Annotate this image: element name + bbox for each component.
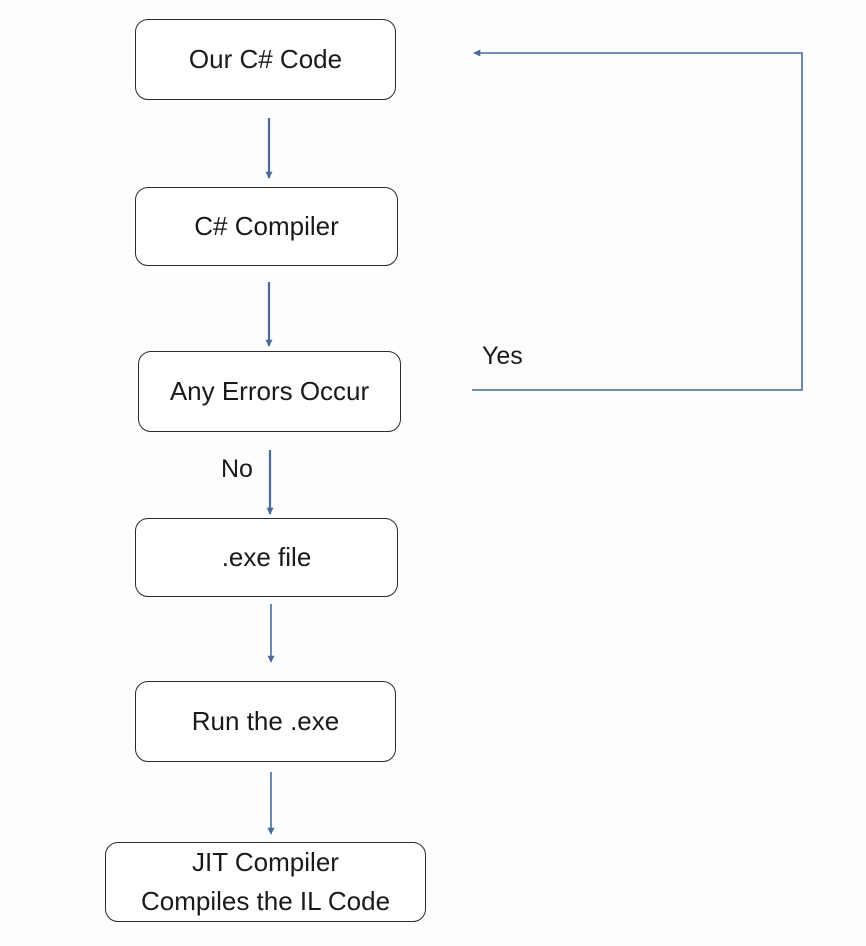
node-our-csharp-code: Our C# Code: [135, 19, 396, 100]
node-label: C# Compiler: [194, 211, 339, 241]
node-any-errors-occur: Any Errors Occur: [138, 351, 401, 432]
node-label-line-2: Compiles the IL Code: [140, 886, 391, 916]
node-label: .exe file: [221, 542, 312, 572]
edge-label-no: No: [221, 455, 253, 483]
node-label-line-1: JIT Compiler: [192, 847, 339, 877]
node-label: Run the .exe: [191, 706, 340, 736]
edge-label-yes: Yes: [482, 342, 523, 370]
node-exe-file: .exe file: [135, 518, 398, 597]
node-run-the-exe: Run the .exe: [135, 681, 396, 762]
node-csharp-compiler: C# Compiler: [135, 187, 398, 266]
node-jit-compiler: JIT Compiler Compiles the IL Code: [105, 842, 426, 922]
node-label: Our C# Code: [188, 44, 343, 74]
node-label: Any Errors Occur: [169, 376, 370, 406]
arrow-yes-loop-back: [472, 49, 803, 391]
